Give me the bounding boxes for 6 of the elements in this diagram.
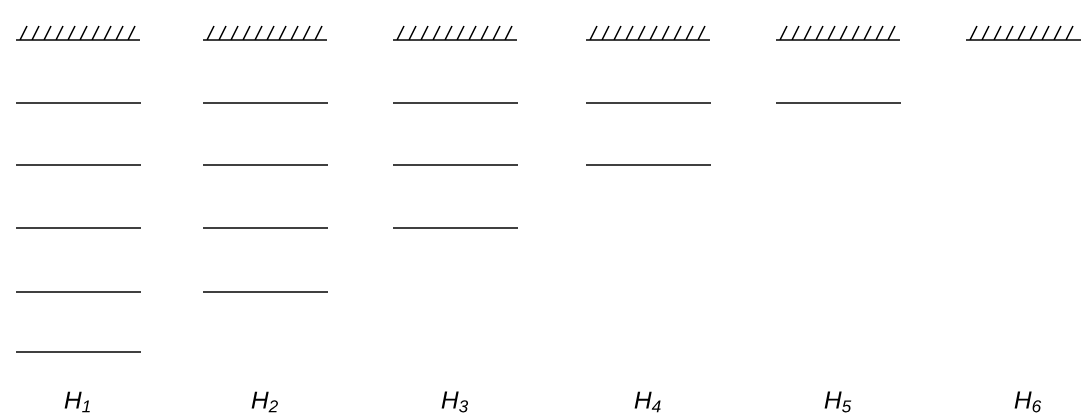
- level-label: H$_{1}$: [64, 391, 90, 413]
- level-label: H$_{3}$: [441, 391, 469, 413]
- level-label: H$_{4}$: [634, 391, 661, 413]
- level-label: H$_{5}$: [824, 391, 852, 413]
- level-label: H$_{6}$: [1014, 391, 1042, 413]
- level-label: H$_{2}$: [251, 391, 278, 413]
